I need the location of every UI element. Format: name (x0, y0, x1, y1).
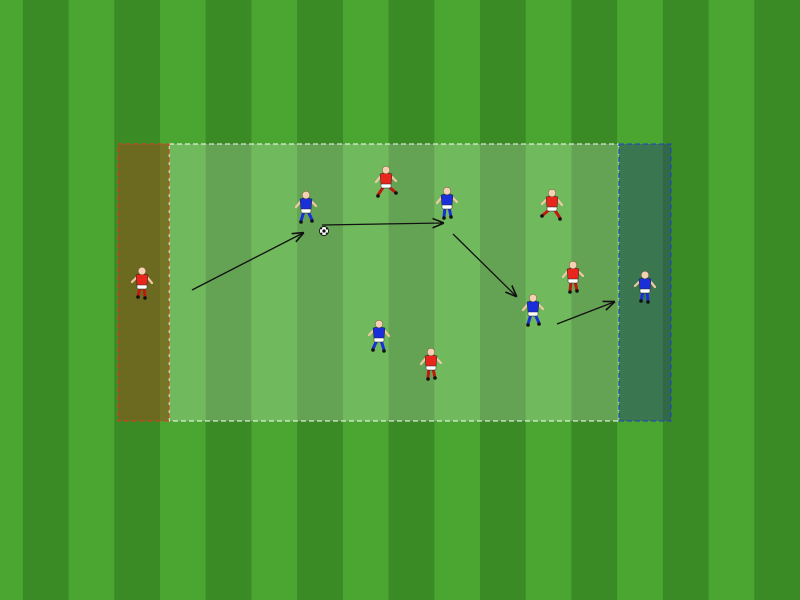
grass-stripe (205, 0, 252, 600)
player-red (561, 260, 585, 294)
pass-arrow (191, 233, 303, 291)
player-red (130, 266, 154, 300)
grass-stripe (342, 0, 390, 600)
player-blue (367, 319, 391, 353)
grass-stripe (68, 0, 115, 600)
player-blue (435, 186, 459, 220)
player-blue (294, 190, 318, 224)
player-red (374, 165, 398, 198)
grass-stripe (571, 0, 618, 600)
pass-arrow (556, 302, 614, 325)
grass-stripe (434, 0, 481, 600)
player-red (540, 188, 564, 221)
grass-stripe (480, 0, 527, 600)
main-playing-area (168, 143, 620, 422)
grass-stripe (388, 0, 435, 600)
drill-zones (117, 143, 672, 422)
grass-stripe (708, 0, 755, 600)
pass-arrow (452, 233, 516, 296)
grass-stripe (754, 0, 800, 600)
player-red (419, 347, 443, 381)
pass-arrow (321, 223, 443, 225)
grass-stripe (22, 0, 70, 600)
ball (319, 226, 329, 236)
player-blue (521, 293, 545, 327)
grass-stripe (297, 0, 344, 600)
pass-arrows (191, 223, 614, 325)
player-blue (633, 270, 657, 304)
grass-stripe (0, 0, 24, 600)
grass-stripe (251, 0, 298, 600)
players (130, 165, 657, 381)
